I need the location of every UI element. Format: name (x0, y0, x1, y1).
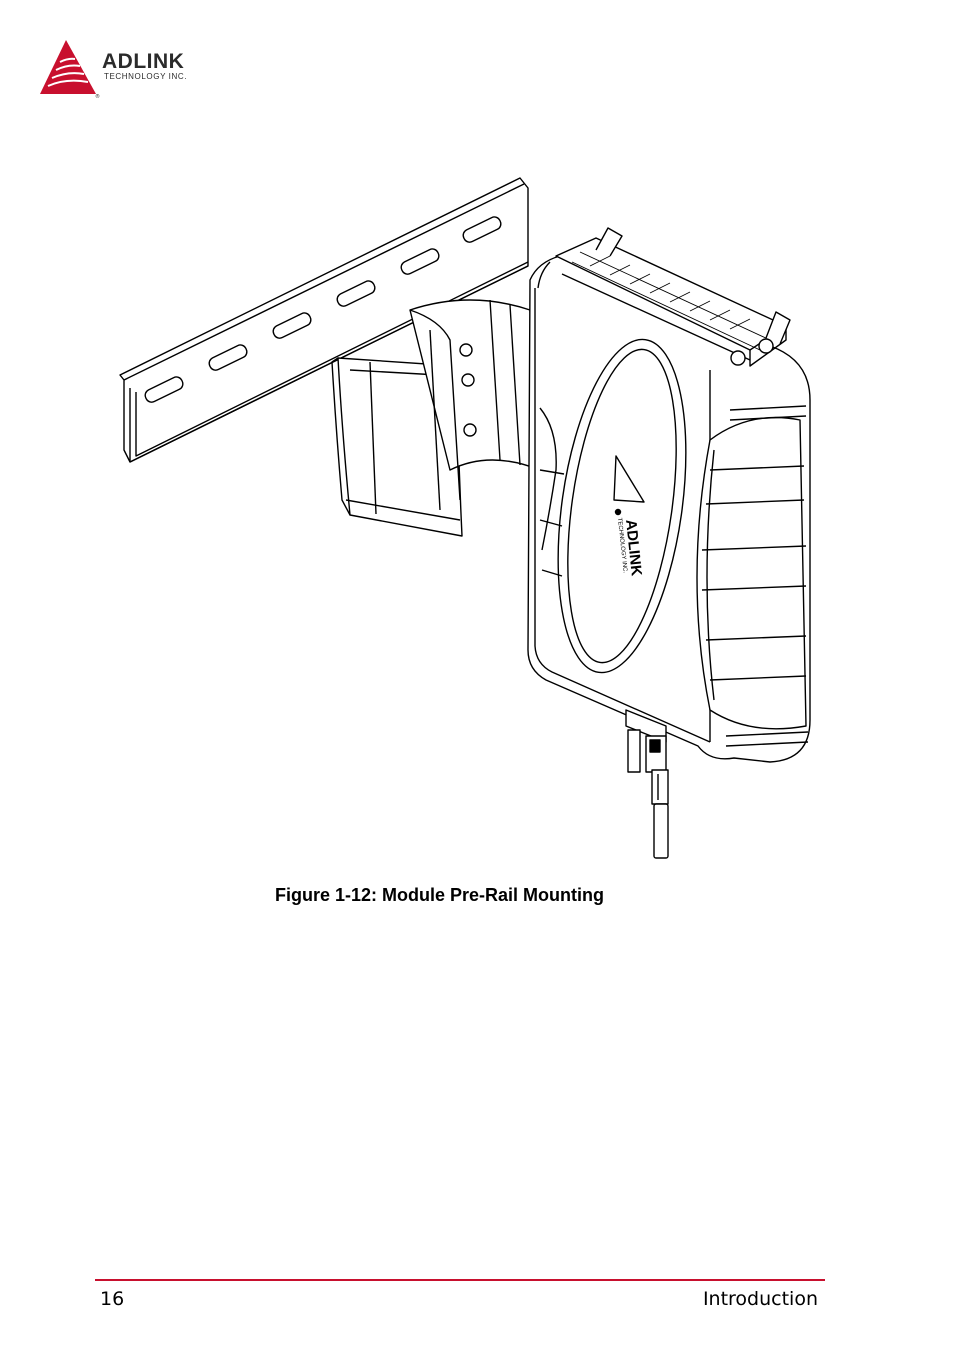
usb-cable (625, 709, 669, 859)
module-rail-illustration: ADLINK TECHNOLOGY INC. (110, 170, 830, 870)
footer-divider (95, 1279, 825, 1281)
rubber-bumper (539, 405, 809, 747)
device-logo-icon (613, 455, 645, 503)
din-rail (119, 177, 529, 463)
figure-caption: Figure 1-12: Module Pre-Rail Mounting (275, 885, 605, 905)
section-title: Introduction (702, 1288, 818, 1310)
rail-slots (144, 216, 502, 403)
rail-bracket (331, 299, 541, 537)
page-number: 16 (100, 1288, 125, 1310)
adlink-logo: ® ADLINK TECHNOLOGY INC. (38, 38, 238, 100)
daq-module: ADLINK TECHNOLOGY INC. (527, 227, 811, 859)
logo-subtitle: TECHNOLOGY INC. (104, 72, 188, 81)
terminal-block (555, 227, 791, 367)
svg-text:®: ® (95, 93, 100, 98)
device-logo-text: ADLINK (622, 519, 645, 577)
logo-wordmark: ADLINK (102, 50, 185, 73)
device-logo-subtext: TECHNOLOGY INC. (616, 518, 628, 574)
adlink-triangle-icon: ® (40, 40, 100, 100)
